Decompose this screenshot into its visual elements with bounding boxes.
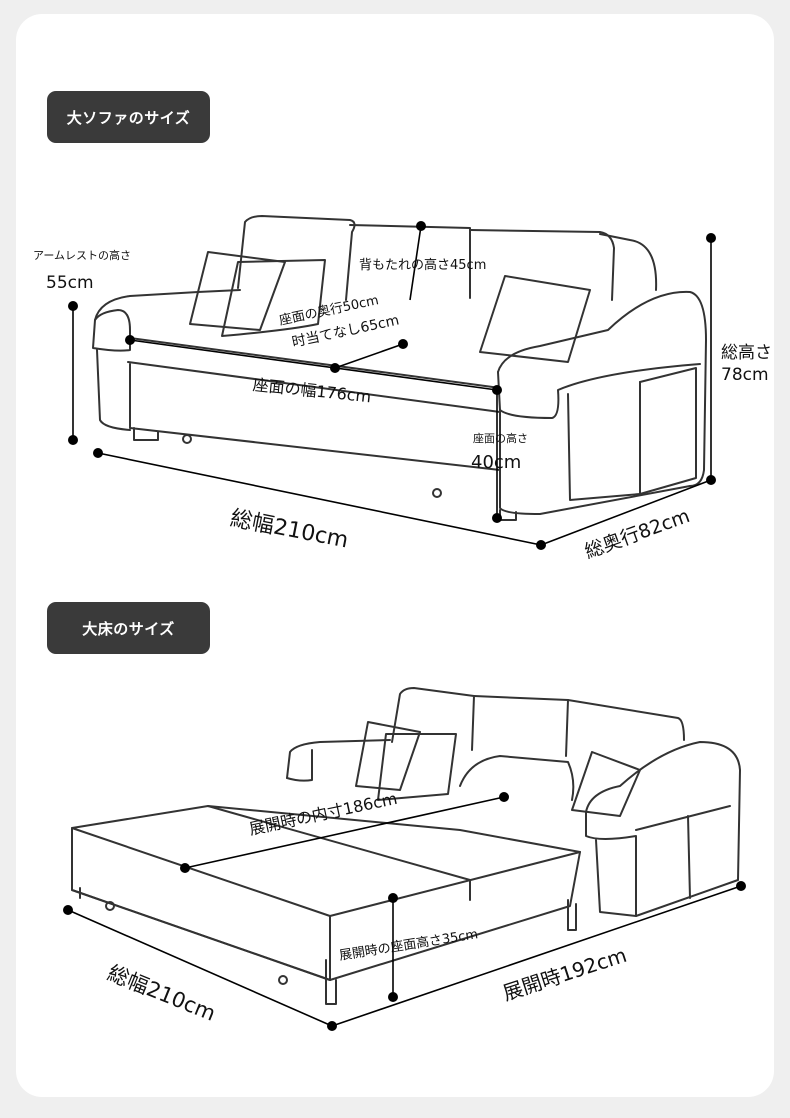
- bed-length-right-dot: [736, 881, 746, 891]
- total-height-label: 総高さ: [721, 343, 772, 363]
- sofa-size-badge: 大ソファのサイズ: [47, 91, 210, 143]
- bed-seat-height-bottom-dot: [388, 992, 398, 1002]
- backrest-height-label: 背もたれの高さ45cm: [359, 258, 487, 273]
- bed-width-right-dot: [327, 1021, 337, 1031]
- bed-size-badge: 大床のサイズ: [47, 602, 210, 654]
- sofa-size-title: 大ソファのサイズ: [66, 108, 191, 127]
- inner-size-right-dot: [499, 792, 509, 802]
- total-width-right-dot: [536, 540, 546, 550]
- seat-height-value: 40cm: [471, 452, 522, 473]
- total-height-bottom-dot: [706, 475, 716, 485]
- bed-width-left-dot: [63, 905, 73, 915]
- inner-size-left-dot: [180, 863, 190, 873]
- total-height-top-dot: [706, 233, 716, 243]
- total-width-left-dot: [93, 448, 103, 458]
- seat-height-label: 座面の高さ: [473, 432, 528, 445]
- armrest-top-dot: [68, 301, 78, 311]
- seat-width-right-dot: [492, 385, 502, 395]
- seat-width-left-dot: [125, 335, 135, 345]
- bed-seat-height-top-dot: [388, 893, 398, 903]
- total-height-value: 78cm: [721, 365, 769, 385]
- armrest-height-value: 55cm: [46, 273, 94, 293]
- seat-depth-back-dot: [398, 339, 408, 349]
- armrest-height-label: アームレストの高さ: [33, 249, 132, 262]
- seat-depth-front-dot: [330, 363, 340, 373]
- armrest-bottom-dot: [68, 435, 78, 445]
- backrest-top-dot: [416, 221, 426, 231]
- bed-size-title: 大床のサイズ: [82, 619, 175, 638]
- content-card: [16, 14, 774, 1097]
- seat-height-bottom-dot: [492, 513, 502, 523]
